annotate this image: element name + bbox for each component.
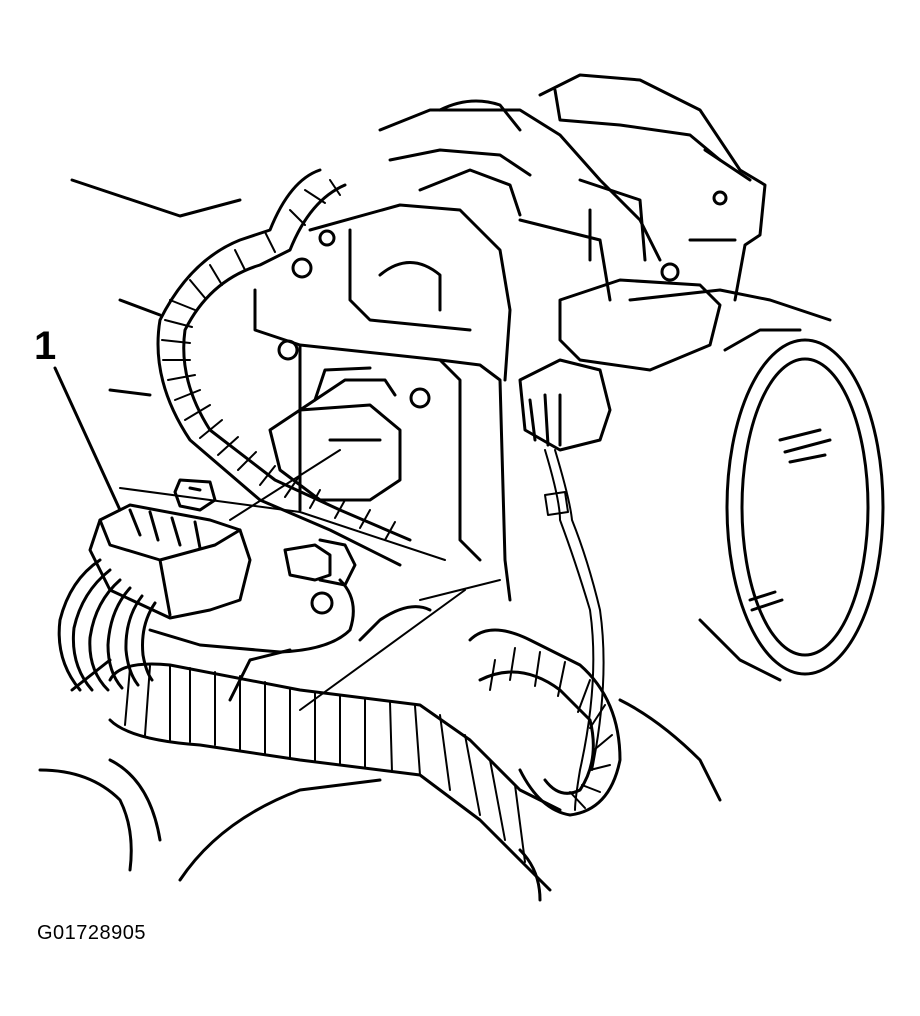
alignment-lines: [119, 449, 501, 711]
harness-connector: [57, 478, 252, 692]
lower-engine-contours: [38, 648, 722, 902]
sensor-pigtail-wires: [544, 449, 605, 811]
intake-duct: [628, 288, 885, 682]
engine-block-lines: [70, 178, 242, 692]
right-sensor-connector: [518, 278, 722, 452]
wiring-harness-lower: [108, 628, 622, 892]
rear-housing: [538, 73, 767, 302]
throttle-body: [253, 108, 680, 602]
callout-1-leader: [53, 366, 122, 512]
wiring-harness-upper: [156, 99, 522, 567]
callout-1-label: 1: [34, 324, 57, 368]
sensor-connector-socket: [268, 366, 402, 502]
figure-id: G01728905: [37, 922, 147, 944]
terminal-plug: [148, 538, 432, 654]
